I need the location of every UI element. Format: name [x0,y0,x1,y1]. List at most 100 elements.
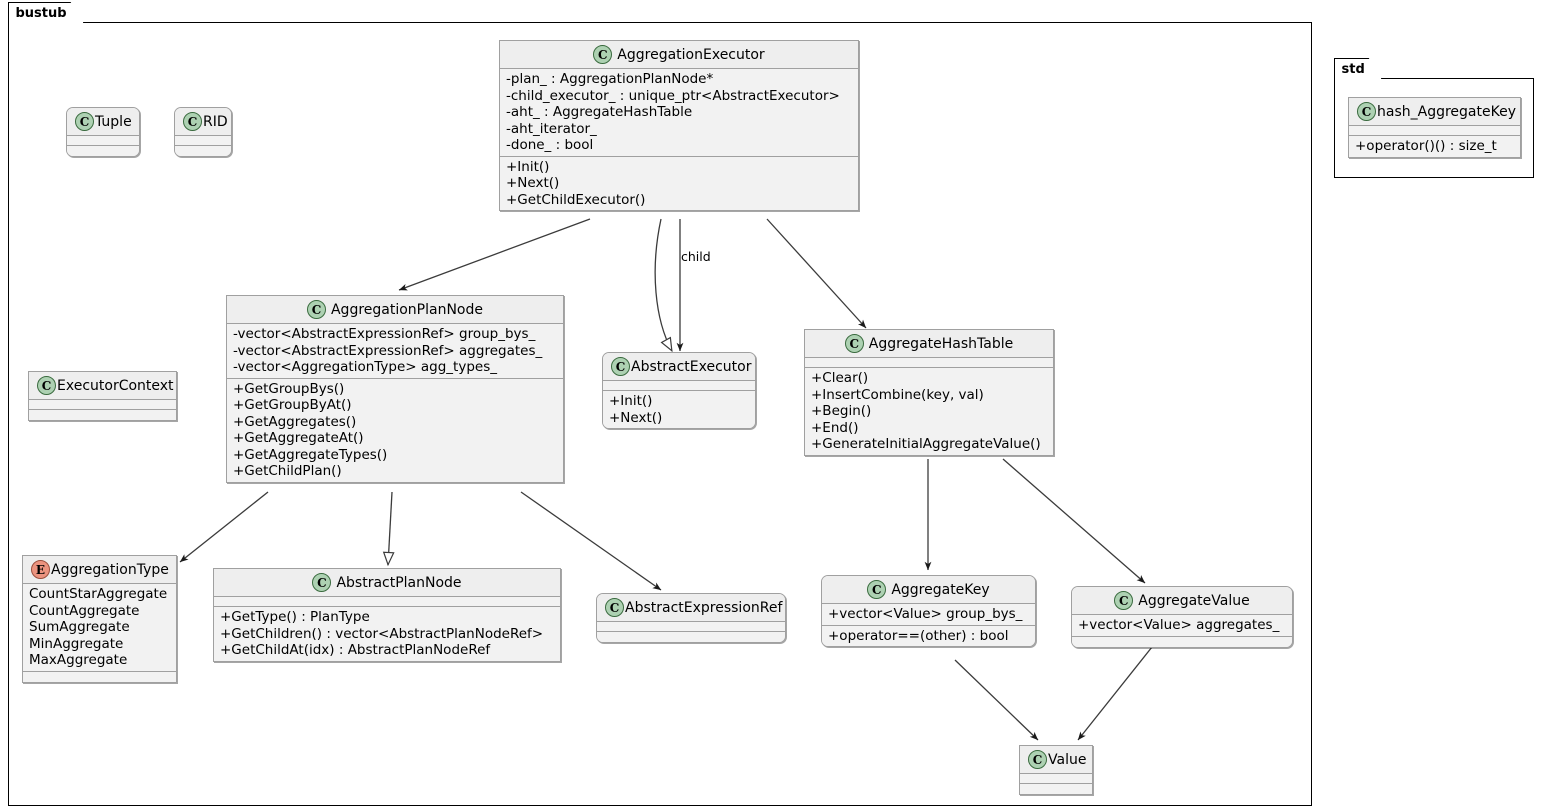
class-badge-icon: C [183,112,202,131]
method-row: +GetAggregateTypes() [233,446,388,463]
class-value-title: Value [1048,751,1087,768]
method-row: +Begin() [811,403,872,419]
class-aggregate-key-title: AggregateKey [891,581,990,598]
class-abstract-plan-node[interactable]: C AbstractPlanNode +GetType() : PlanType… [213,568,561,662]
class-aggregation-plan-node[interactable]: C AggregationPlanNode -vector<AbstractEx… [226,295,564,483]
class-aggregate-key-attributes: +vector<Value> group_bys_ [822,604,1035,626]
attribute-row: +vector<Value> group_bys_ [828,606,1023,622]
attribute-row: -vector<AbstractExpressionRef> aggregate… [233,342,543,359]
attribute-row: -child_executor_ : unique_ptr<AbstractEx… [506,87,840,104]
edge-label-child: child [681,249,711,264]
method-row: +GetType() : PlanType [220,609,370,625]
method-row: +GetChildPlan() [233,463,342,479]
method-row: +Next() [609,409,663,426]
class-value[interactable]: C Value [1019,745,1093,795]
method-row: +GetGroupByAt() [233,397,352,413]
method-row: +End() [811,419,859,436]
class-value-header: C Value [1020,746,1092,774]
class-abstract-executor-attributes [603,381,755,391]
attribute-row: -aht_iterator_ [506,120,597,137]
class-badge-icon: C [1357,102,1376,121]
class-abstract-executor[interactable]: C AbstractExecutor +Init() +Next() [602,352,756,429]
method-row: +GetChildren() : vector<AbstractPlanNode… [220,625,544,642]
attribute-row: -aht_ : AggregateHashTable [506,104,693,120]
method-row: +GetAggregateAt() [233,430,364,446]
method-row: +GetChildExecutor() [506,191,646,208]
method-row: +Init() [609,393,653,409]
class-abstract-plan-node-header: C AbstractPlanNode [214,569,560,597]
class-hash-aggregate-key-title: hash_AggregateKey [1377,103,1516,120]
class-abstract-expression-ref[interactable]: C AbstractExpressionRef [596,593,786,643]
class-hash-aggregate-key-methods: +operator()() : size_t [1349,136,1520,157]
class-badge-icon: C [306,300,326,319]
class-badge-icon: C [75,112,94,131]
package-std-label: std [1341,61,1365,77]
method-row: +operator()() : size_t [1355,138,1497,154]
class-abstract-expression-ref-title: AbstractExpressionRef [625,599,783,616]
class-executor-context-methods [29,410,176,420]
package-bustub-tab: bustub [8,2,84,23]
class-aggregate-value[interactable]: C AggregateValue +vector<Value> aggregat… [1071,586,1293,648]
class-aggregate-hash-table[interactable]: C AggregateHashTable +Clear() +InsertCom… [804,329,1054,456]
class-hash-aggregate-key[interactable]: C hash_AggregateKey +operator()() : size… [1348,97,1521,158]
class-aggregation-executor-methods: +Init() +Next() +GetChildExecutor() [500,156,858,210]
class-aggregation-executor[interactable]: C AggregationExecutor -plan_ : Aggregati… [499,40,859,211]
class-badge-icon: C [312,573,332,592]
class-aggregate-key[interactable]: C AggregateKey +vector<Value> group_bys_… [821,575,1036,647]
class-executor-context-attributes [29,400,176,410]
class-rid-title: RID [203,113,228,130]
class-tuple[interactable]: C Tuple [66,107,140,157]
enum-aggregation-type-values: CountStarAggregate CountAggregate SumAgg… [23,584,176,672]
class-badge-icon: C [611,357,630,376]
class-aggregate-hash-table-title: AggregateHashTable [868,335,1014,352]
class-aggregate-value-attributes: +vector<Value> aggregates_ [1072,615,1292,637]
class-aggregate-key-header: C AggregateKey [822,576,1035,604]
method-row: +InsertCombine(key, val) [811,386,984,403]
method-row: +GetGroupBys() [233,380,345,397]
class-abstract-executor-title: AbstractExecutor [631,358,752,375]
attribute-row: +vector<Value> aggregates_ [1078,617,1280,633]
class-tuple-methods [67,146,139,156]
class-aggregation-executor-title: AggregationExecutor [617,46,765,63]
method-row: +Next() [506,175,560,191]
class-aggregation-executor-header: C AggregationExecutor [500,41,858,69]
class-aggregation-plan-node-title: AggregationPlanNode [330,301,484,318]
class-abstract-expression-ref-header: C AbstractExpressionRef [597,594,785,622]
enum-value-row: SumAggregate [29,619,130,635]
class-aggregation-plan-node-attributes: -vector<AbstractExpressionRef> group_bys… [227,324,563,379]
class-executor-context-title: ExecutorContext [57,377,174,394]
method-row: +Clear() [811,370,869,386]
class-badge-icon: C [867,580,887,599]
class-badge-icon: C [844,334,864,353]
method-row: +operator==(other) : bool [828,627,1009,644]
class-rid[interactable]: C RID [174,107,232,157]
class-executor-context[interactable]: C ExecutorContext [28,371,177,421]
enum-aggregation-type-title: AggregationType [51,561,169,578]
enum-value-row: CountAggregate [29,602,140,619]
enum-value-row: CountStarAggregate [29,586,168,602]
attribute-row: -plan_ : AggregationPlanNode* [506,71,714,87]
class-abstract-executor-methods: +Init() +Next() [603,391,755,428]
class-rid-attributes [175,136,231,146]
class-tuple-header: C Tuple [67,108,139,136]
class-tuple-title: Tuple [95,113,132,130]
class-executor-context-header: C ExecutorContext [29,372,176,400]
class-aggregate-hash-table-header: C AggregateHashTable [805,330,1053,358]
class-badge-icon: C [593,45,613,64]
class-tuple-attributes [67,136,139,146]
enum-aggregation-type[interactable]: E AggregationType CountStarAggregate Cou… [22,555,177,683]
class-badge-icon: C [1114,591,1134,610]
attribute-row: -vector<AbstractExpressionRef> group_bys… [233,326,536,342]
class-badge-icon: C [1028,750,1047,769]
method-row: +Init() [506,158,550,175]
class-abstract-expression-ref-attributes [597,622,785,632]
method-row: +GetChildAt(idx) : AbstractPlanNodeRef [220,642,491,658]
enum-badge-icon: E [31,560,50,579]
class-aggregate-value-header: C AggregateValue [1072,587,1292,615]
class-value-methods [1020,784,1092,794]
attribute-row: -done_ : bool [506,137,594,153]
class-badge-icon: C [605,598,624,617]
attribute-row: -vector<AggregationType> agg_types_ [233,359,497,375]
class-aggregation-executor-attributes: -plan_ : AggregationPlanNode* -child_exe… [500,69,858,157]
